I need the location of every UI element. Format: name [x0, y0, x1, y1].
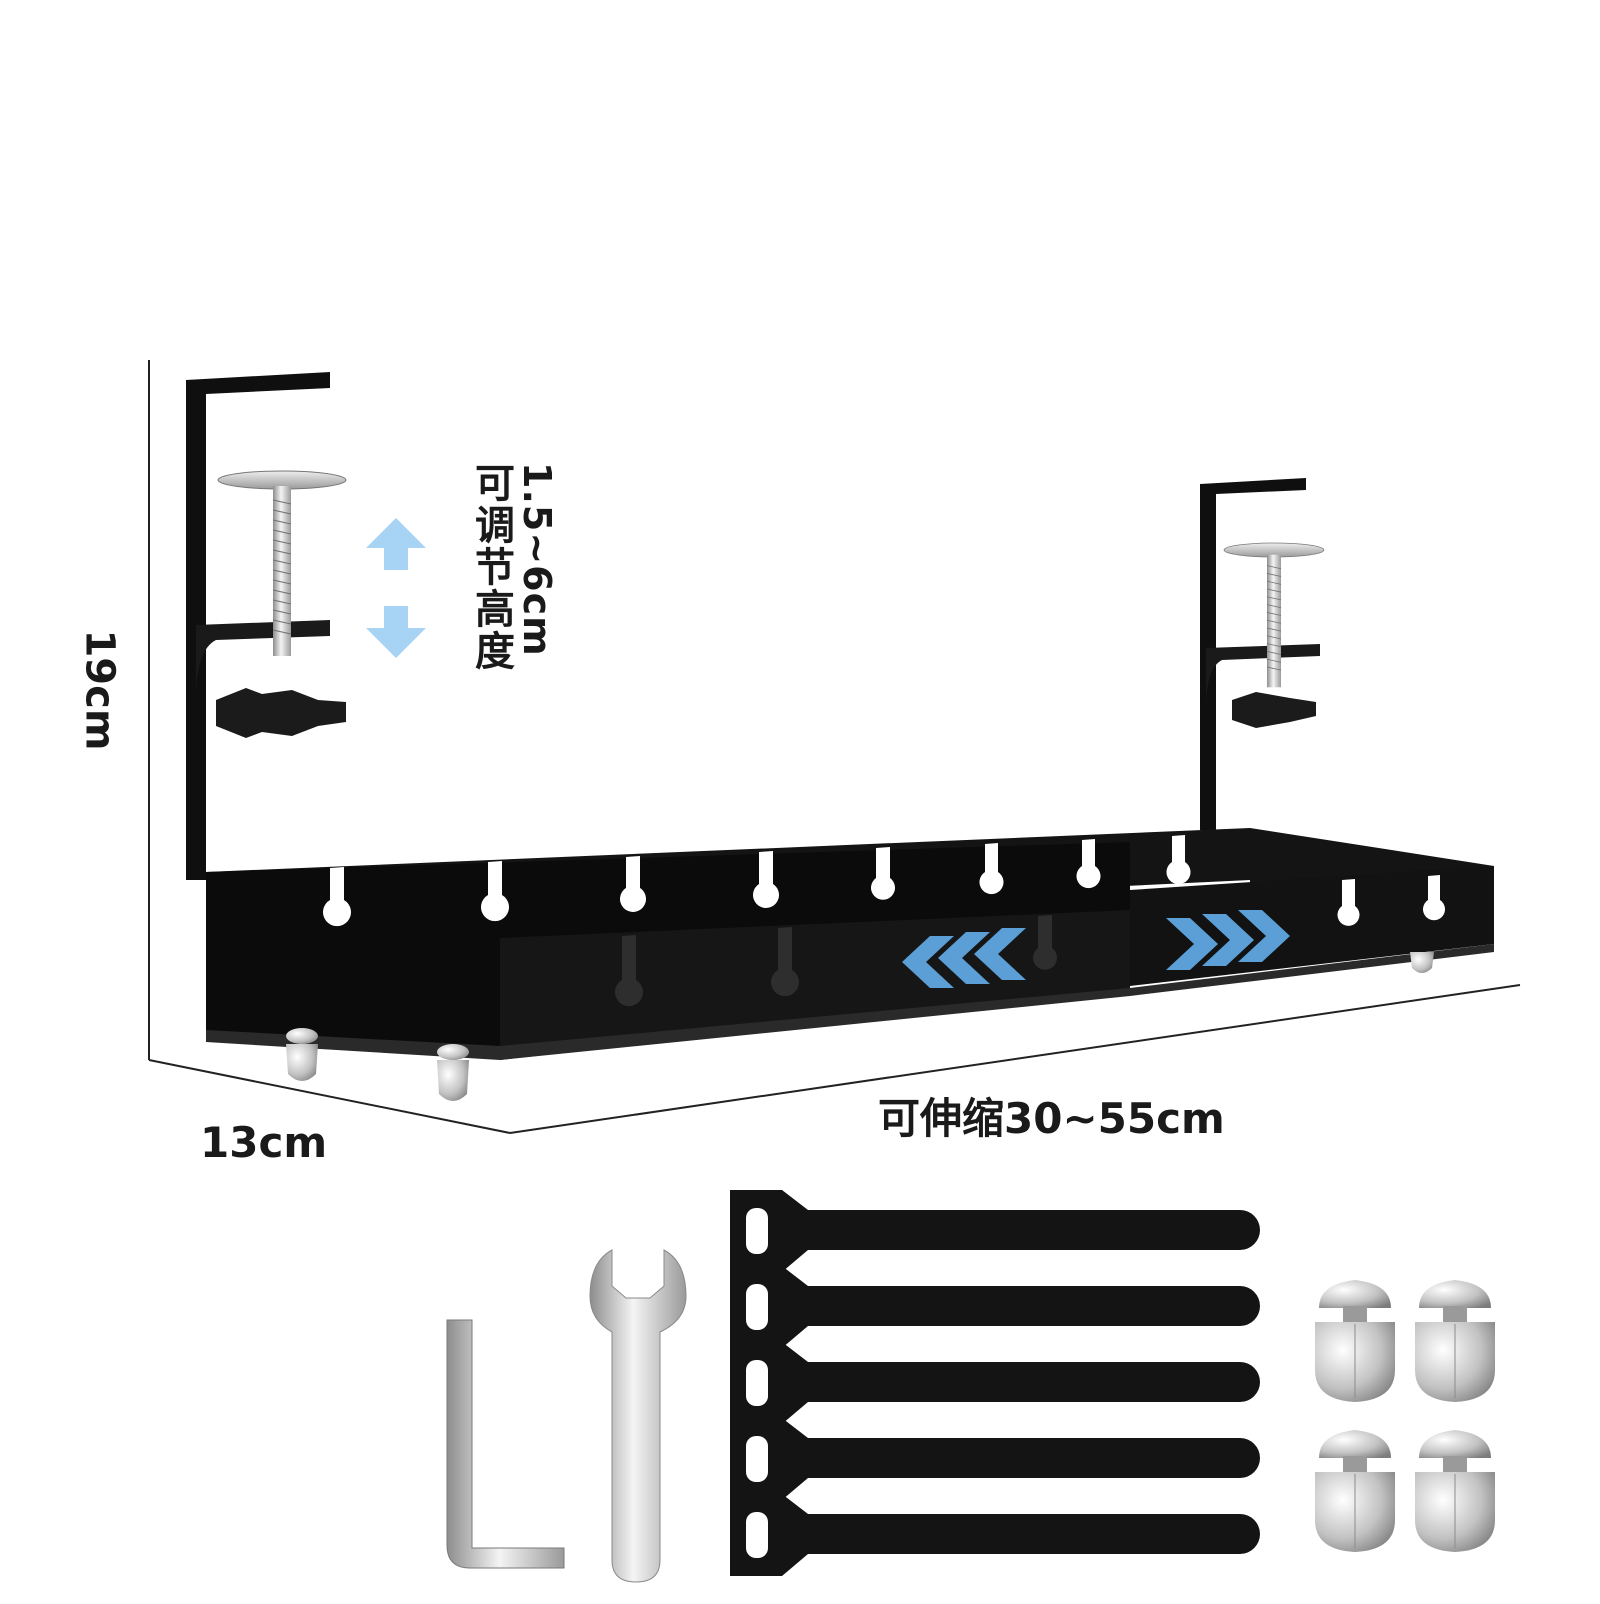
velcro-strap-icon: [730, 1342, 1260, 1424]
down-arrow-icon: [366, 606, 426, 658]
adjust-range-label: 1.5~6cm: [515, 462, 559, 657]
adjust-height-label: 可调节高度: [468, 462, 514, 672]
expand-arrow-icon: [902, 910, 1290, 988]
tray-feet: [286, 952, 1434, 1101]
height-dimension-label: 19cm: [77, 629, 123, 751]
bolt-nut-icon: [1414, 1279, 1496, 1403]
bolt-nut-icon: [1414, 1429, 1496, 1553]
bolt-nut-icon: [1314, 1429, 1396, 1553]
dimension-lines: [148, 360, 1521, 1134]
velcro-strap-icon: [730, 1418, 1260, 1500]
knob-icon: [216, 688, 346, 738]
depth-dimension-label: 13cm: [200, 1118, 328, 1167]
hex-key-icon: [446, 1319, 565, 1569]
velcro-strap-icon: [730, 1190, 1260, 1272]
up-arrow-icon: [366, 518, 426, 570]
velcro-straps: [730, 1190, 1260, 1576]
keyhole-slots: [323, 835, 1445, 927]
clamp-screw-icon: [1223, 542, 1325, 688]
cable-tray: [206, 828, 1494, 1101]
velcro-strap-icon: [730, 1266, 1260, 1348]
knob-icon: [1232, 692, 1316, 728]
bolt-nut-icon: [1314, 1279, 1396, 1403]
left-clamp-bracket: [186, 372, 347, 880]
right-clamp-bracket: [1200, 478, 1325, 830]
velcro-strap-icon: [730, 1494, 1260, 1576]
wrench-icon: [589, 1249, 687, 1583]
length-dimension-label: 可伸缩30~55cm: [878, 1094, 1225, 1143]
bolt-nut-set: [1314, 1279, 1496, 1553]
